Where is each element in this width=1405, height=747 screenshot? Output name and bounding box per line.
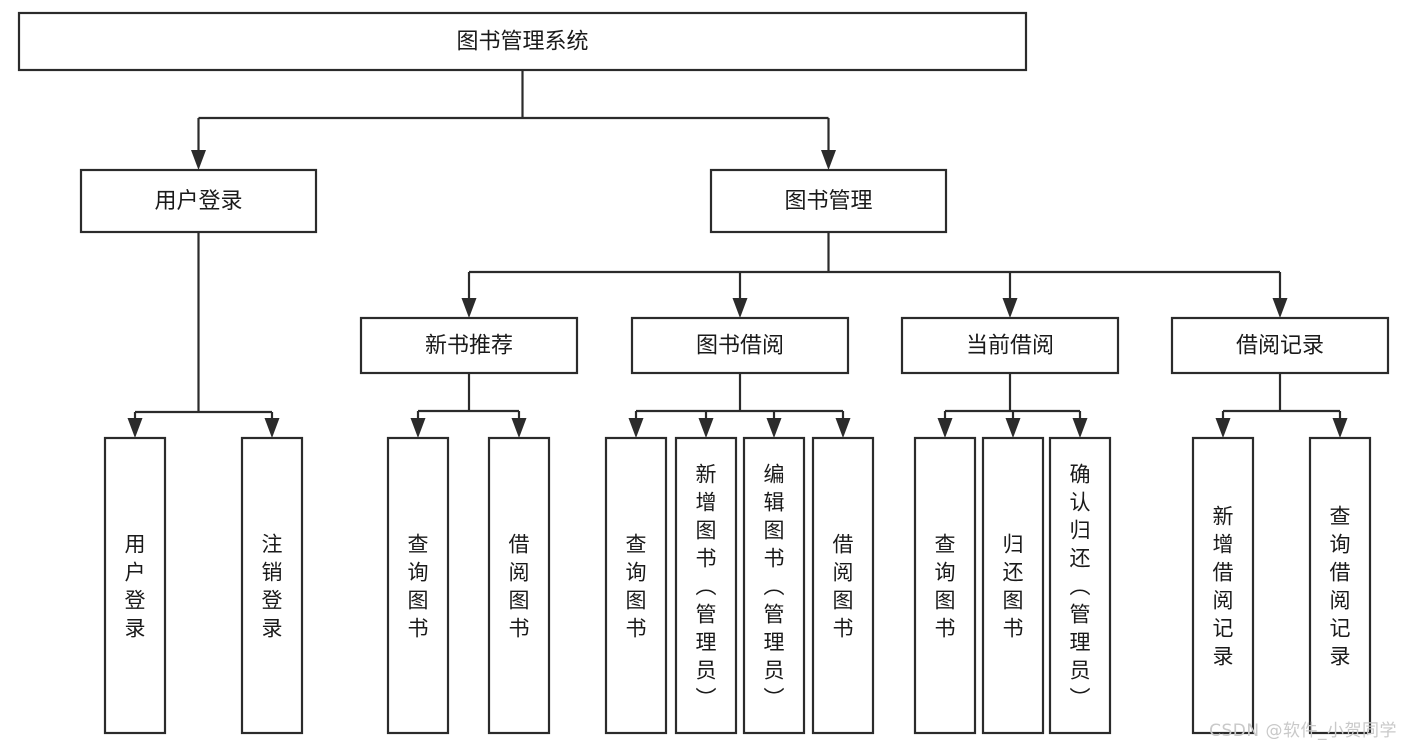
node-box-leaf-user-login bbox=[103, 436, 167, 735]
node-label-borrow-record: 借阅记录 bbox=[1236, 334, 1324, 359]
node-box-leaf-query-book-borrow bbox=[604, 436, 668, 735]
node-user-login[interactable]: 用户登录 bbox=[79, 168, 318, 234]
node-leaf-query-book-borrow[interactable]: 查询图书 bbox=[604, 436, 668, 735]
arrow-head-icon bbox=[698, 418, 714, 438]
node-box-leaf-borrow-book-new bbox=[487, 436, 551, 735]
arrow-head-icon bbox=[1005, 418, 1021, 438]
node-box-book-manage bbox=[709, 168, 948, 234]
node-box-leaf-add-borrow-record bbox=[1191, 436, 1255, 735]
node-leaf-add-book-admin[interactable]: 新增图书︵管理员︶ bbox=[674, 436, 738, 735]
arrow-head-icon bbox=[1002, 298, 1018, 318]
node-label-leaf-query-book-borrow: 查询图书 bbox=[626, 532, 647, 640]
node-book-manage[interactable]: 图书管理 bbox=[709, 168, 948, 234]
node-label-leaf-confirm-return-admin: 确认归还︵管理员︶ bbox=[1070, 462, 1091, 710]
node-box-root bbox=[17, 11, 1028, 72]
arrow-head-icon bbox=[1072, 418, 1088, 438]
arrow-head-icon bbox=[937, 418, 953, 438]
arrow-head-icon bbox=[821, 150, 836, 170]
node-label-leaf-query-book-current: 查询图书 bbox=[935, 532, 956, 640]
node-label-root: 图书管理系统 bbox=[456, 30, 588, 55]
arrow-head-icon bbox=[127, 418, 143, 438]
node-leaf-query-book-new[interactable]: 查询图书 bbox=[386, 436, 450, 735]
arrow-head-icon bbox=[1332, 418, 1348, 438]
node-leaf-edit-book-admin[interactable]: 编辑图书︵管理员︶ bbox=[742, 436, 806, 735]
node-leaf-query-book-current[interactable]: 查询图书 bbox=[913, 436, 977, 735]
node-label-leaf-query-book-new: 查询图书 bbox=[408, 532, 429, 640]
node-label-leaf-add-borrow-record: 新增借阅记录 bbox=[1213, 504, 1234, 668]
node-box-book-borrow bbox=[630, 316, 850, 375]
node-box-leaf-logout bbox=[240, 436, 304, 735]
node-box-leaf-add-book-admin bbox=[674, 436, 738, 735]
node-leaf-logout[interactable]: 注销登录 bbox=[240, 436, 304, 735]
node-box-leaf-confirm-return-admin bbox=[1048, 436, 1112, 735]
node-leaf-borrow-book[interactable]: 借阅图书 bbox=[811, 436, 875, 735]
node-box-new-book-recommend bbox=[359, 316, 579, 375]
node-label-user-login: 用户登录 bbox=[154, 189, 242, 214]
node-new-book-recommend[interactable]: 新书推荐 bbox=[359, 316, 579, 375]
node-leaf-return-book[interactable]: 归还图书 bbox=[981, 436, 1045, 735]
node-box-leaf-query-borrow-record bbox=[1308, 436, 1372, 735]
arrow-head-icon bbox=[264, 418, 280, 438]
node-box-leaf-query-book-current bbox=[913, 436, 977, 735]
node-label-leaf-return-book: 归还图书 bbox=[1003, 532, 1024, 640]
node-borrow-record[interactable]: 借阅记录 bbox=[1170, 316, 1390, 375]
arrow-head-icon bbox=[511, 418, 527, 438]
node-book-borrow[interactable]: 图书借阅 bbox=[630, 316, 850, 375]
node-box-user-login bbox=[79, 168, 318, 234]
node-root[interactable]: 图书管理系统 bbox=[17, 11, 1028, 72]
arrow-head-icon bbox=[835, 418, 851, 438]
node-box-leaf-query-book-new bbox=[386, 436, 450, 735]
arrow-head-icon bbox=[1272, 298, 1288, 318]
arrow-head-icon bbox=[732, 298, 748, 318]
node-label-leaf-query-borrow-record: 查询借阅记录 bbox=[1330, 504, 1351, 668]
arrow-head-icon bbox=[1215, 418, 1231, 438]
node-leaf-user-login[interactable]: 用户登录 bbox=[103, 436, 167, 735]
node-box-current-borrow bbox=[900, 316, 1120, 375]
node-label-leaf-edit-book-admin: 编辑图书︵管理员︶ bbox=[764, 462, 785, 710]
arrow-head-icon bbox=[461, 298, 477, 318]
arrow-head-icon bbox=[410, 418, 426, 438]
node-box-borrow-record bbox=[1170, 316, 1390, 375]
node-label-leaf-add-book-admin: 新增图书︵管理员︶ bbox=[696, 462, 717, 710]
node-leaf-confirm-return-admin[interactable]: 确认归还︵管理员︶ bbox=[1048, 436, 1112, 735]
node-leaf-add-borrow-record[interactable]: 新增借阅记录 bbox=[1191, 436, 1255, 735]
node-box-leaf-return-book bbox=[981, 436, 1045, 735]
connector-layer bbox=[127, 70, 1348, 438]
node-label-leaf-borrow-book-new: 借阅图书 bbox=[509, 532, 530, 640]
node-label-new-book-recommend: 新书推荐 bbox=[425, 334, 513, 359]
watermark-text: CSDN @软件_小贺同学 bbox=[1209, 721, 1397, 741]
node-leaf-query-borrow-record[interactable]: 查询借阅记录 bbox=[1308, 436, 1372, 735]
node-label-leaf-logout: 注销登录 bbox=[262, 532, 283, 640]
arrow-head-icon bbox=[191, 150, 206, 170]
node-label-leaf-borrow-book: 借阅图书 bbox=[833, 532, 854, 640]
node-leaf-borrow-book-new[interactable]: 借阅图书 bbox=[487, 436, 551, 735]
arrow-head-icon bbox=[628, 418, 644, 438]
node-label-book-manage: 图书管理 bbox=[784, 189, 872, 214]
node-box-leaf-edit-book-admin bbox=[742, 436, 806, 735]
node-box-leaf-borrow-book bbox=[811, 436, 875, 735]
node-current-borrow[interactable]: 当前借阅 bbox=[900, 316, 1120, 375]
node-label-book-borrow: 图书借阅 bbox=[696, 334, 784, 359]
arrow-head-icon bbox=[766, 418, 782, 438]
node-label-current-borrow: 当前借阅 bbox=[966, 334, 1054, 359]
node-layer: 图书管理系统用户登录图书管理新书推荐图书借阅当前借阅借阅记录用户登录注销登录查询… bbox=[17, 11, 1390, 735]
node-label-leaf-user-login: 用户登录 bbox=[125, 532, 146, 640]
